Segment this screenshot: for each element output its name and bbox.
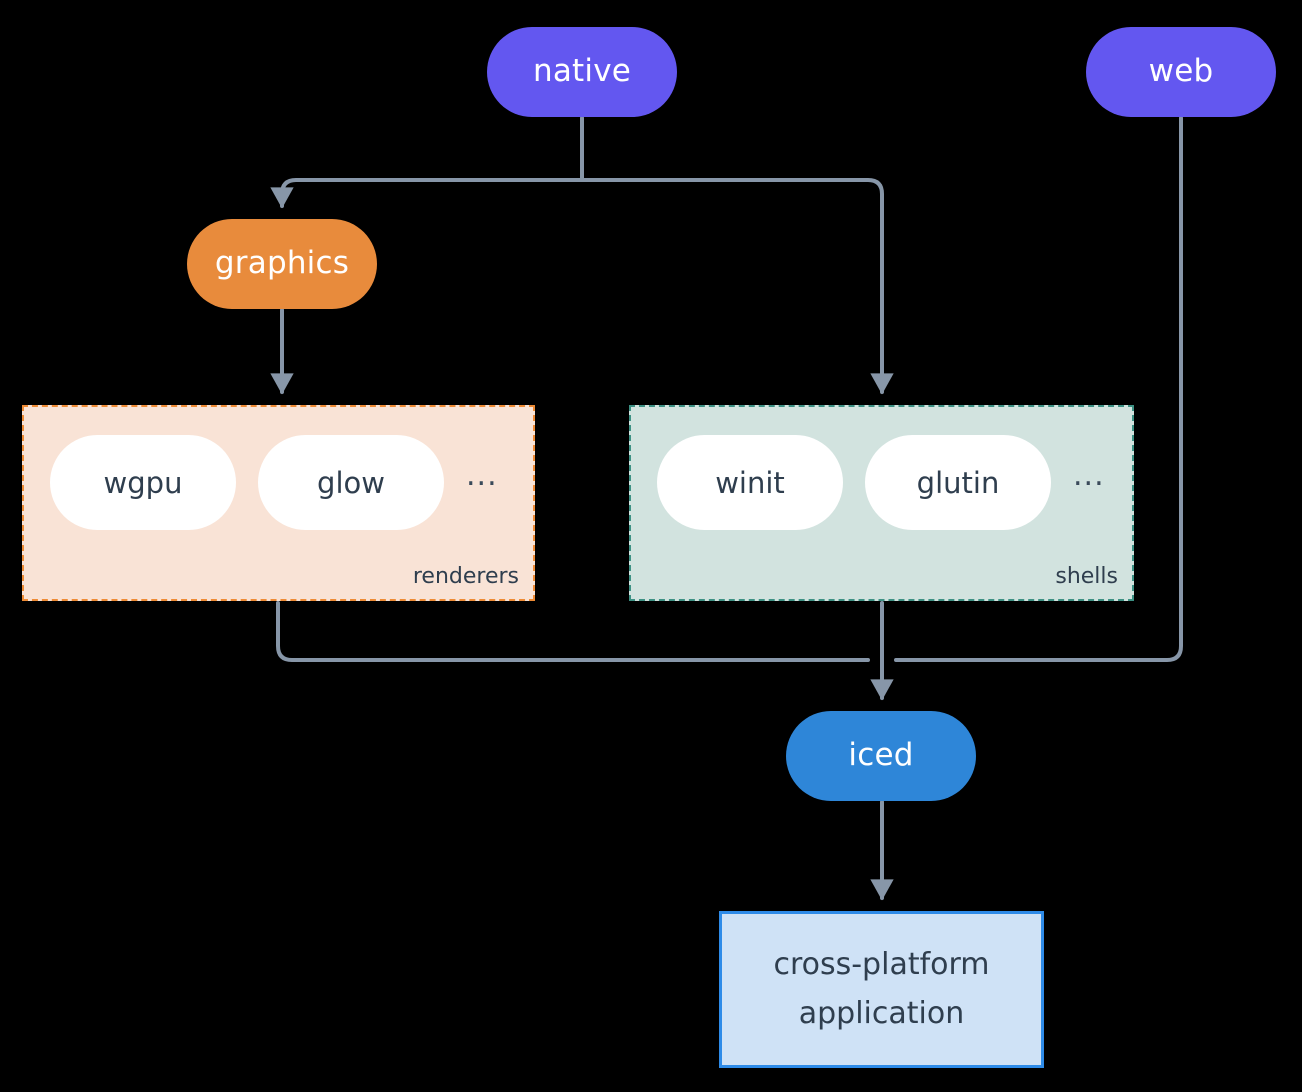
node-iced-label: iced [848, 737, 914, 774]
chip-glow[interactable]: glow [258, 435, 444, 530]
chip-glutin-label: glutin [916, 465, 1000, 500]
node-graphics[interactable]: graphics [187, 219, 377, 309]
chip-wgpu[interactable]: wgpu [50, 435, 236, 530]
renderers-ellipsis: ... [466, 458, 498, 493]
node-graphics-label: graphics [214, 245, 350, 282]
node-web[interactable]: web [1086, 27, 1276, 117]
renderers-chip-list: wgpu glow ... [24, 435, 533, 530]
group-shells: winit glutin ... shells [629, 405, 1134, 601]
group-shells-label: shells [1055, 564, 1118, 589]
shells-chip-list: winit glutin ... [631, 435, 1132, 530]
node-application-line2: application [798, 995, 965, 1031]
node-application[interactable]: cross-platform application [719, 911, 1044, 1068]
edge-native-to-graphics [270, 178, 584, 209]
node-native-label: native [532, 53, 632, 90]
chip-winit[interactable]: winit [657, 435, 843, 530]
node-web-label: web [1148, 53, 1214, 90]
chip-winit-label: winit [715, 465, 785, 500]
group-renderers-label: renderers [412, 564, 519, 589]
node-iced[interactable]: iced [786, 711, 976, 801]
shells-ellipsis: ... [1073, 458, 1105, 493]
node-native[interactable]: native [487, 27, 677, 117]
chip-glow-label: glow [317, 465, 385, 500]
edge-native-to-shells [580, 178, 894, 395]
group-renderers: wgpu glow ... renderers [22, 405, 535, 601]
chip-wgpu-label: wgpu [103, 465, 183, 500]
node-application-line1: cross-platform [773, 946, 990, 982]
chip-glutin[interactable]: glutin [865, 435, 1051, 530]
edge-renderers-to-iced [276, 601, 870, 662]
